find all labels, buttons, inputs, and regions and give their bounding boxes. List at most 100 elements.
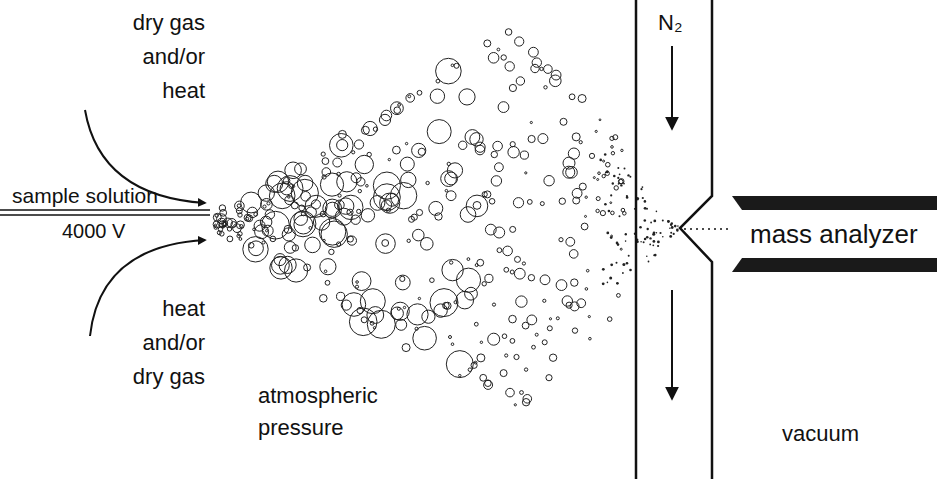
ion-dot	[642, 197, 644, 199]
droplet	[236, 208, 242, 214]
ion-dot	[657, 245, 659, 247]
droplet	[358, 189, 361, 192]
droplet	[366, 185, 369, 188]
droplet	[585, 288, 588, 291]
ion-dot	[613, 175, 616, 178]
ion-dot	[606, 170, 609, 173]
ion-dot	[609, 276, 612, 279]
droplet	[577, 299, 586, 308]
droplet	[525, 172, 527, 174]
droplet	[544, 176, 554, 186]
droplet	[246, 215, 253, 222]
droplet	[540, 275, 550, 285]
droplet	[294, 212, 308, 226]
gas-label: heat and/or dry gas	[115, 292, 205, 394]
droplet	[509, 84, 516, 91]
droplet	[400, 276, 405, 281]
voltage-label: 4000 V	[62, 219, 152, 243]
ion-dot	[646, 236, 649, 239]
droplet	[324, 270, 327, 273]
ion-dot	[616, 242, 619, 245]
droplet	[500, 370, 507, 377]
droplet	[619, 179, 624, 184]
droplet	[520, 391, 524, 395]
droplet	[301, 212, 305, 216]
droplet	[617, 294, 621, 298]
droplet	[220, 232, 225, 237]
droplet	[475, 145, 485, 155]
droplet	[508, 147, 519, 158]
droplet	[320, 295, 328, 303]
droplet	[402, 344, 410, 352]
droplet	[585, 215, 587, 217]
droplet	[218, 218, 226, 226]
droplet	[611, 152, 614, 155]
droplet	[480, 374, 487, 381]
droplet	[596, 209, 599, 212]
droplet	[530, 121, 532, 123]
ion-dot	[640, 188, 642, 190]
droplet	[466, 195, 488, 217]
droplet	[527, 200, 532, 205]
droplet	[600, 211, 605, 216]
ion-dot	[676, 228, 679, 231]
ion-dot	[650, 222, 652, 224]
droplet	[295, 163, 307, 175]
ion-dot	[659, 232, 661, 234]
region-label: atmospheric pressure	[258, 380, 398, 444]
droplet	[240, 225, 243, 228]
droplet	[361, 317, 367, 323]
droplet	[572, 328, 577, 333]
droplet	[450, 261, 453, 264]
droplet	[403, 306, 405, 308]
droplet	[522, 322, 529, 329]
droplet	[510, 226, 516, 232]
droplet	[351, 173, 361, 183]
droplet	[305, 237, 321, 253]
droplet	[376, 234, 396, 254]
droplet	[488, 53, 499, 64]
droplet	[610, 202, 612, 204]
droplet	[401, 172, 416, 187]
ion-dot	[648, 261, 650, 263]
droplet	[430, 89, 444, 103]
droplet	[357, 209, 361, 213]
droplet	[354, 140, 363, 149]
ion-dot	[669, 227, 671, 229]
droplet	[516, 296, 527, 307]
gas-name-label: N₂	[658, 8, 698, 38]
ion-dot	[653, 232, 656, 235]
droplet	[227, 219, 236, 228]
droplet	[454, 301, 457, 304]
droplet	[249, 241, 264, 256]
ion-dot	[644, 200, 647, 203]
droplet	[381, 110, 392, 121]
droplet	[559, 198, 565, 204]
droplet	[412, 143, 426, 157]
droplet	[474, 322, 478, 326]
droplet	[480, 341, 482, 343]
droplet	[547, 326, 552, 331]
ion-dot	[617, 167, 619, 169]
droplet	[282, 228, 295, 241]
droplet	[213, 213, 221, 221]
gas-flow-arrow	[90, 240, 205, 336]
droplet	[411, 214, 417, 220]
droplet	[611, 211, 615, 215]
droplet	[301, 192, 311, 202]
droplet	[339, 195, 363, 219]
droplet	[349, 308, 377, 336]
ion-dot	[606, 232, 609, 235]
droplet	[309, 227, 312, 230]
ion-dot	[640, 241, 642, 243]
droplet	[434, 304, 447, 317]
droplet	[621, 149, 623, 151]
droplet	[471, 362, 477, 368]
droplet	[505, 29, 512, 36]
ion-dot	[604, 153, 607, 156]
droplet	[473, 202, 481, 210]
droplet	[465, 130, 480, 145]
droplet	[395, 275, 410, 290]
droplet	[544, 65, 553, 74]
droplet	[493, 141, 503, 151]
